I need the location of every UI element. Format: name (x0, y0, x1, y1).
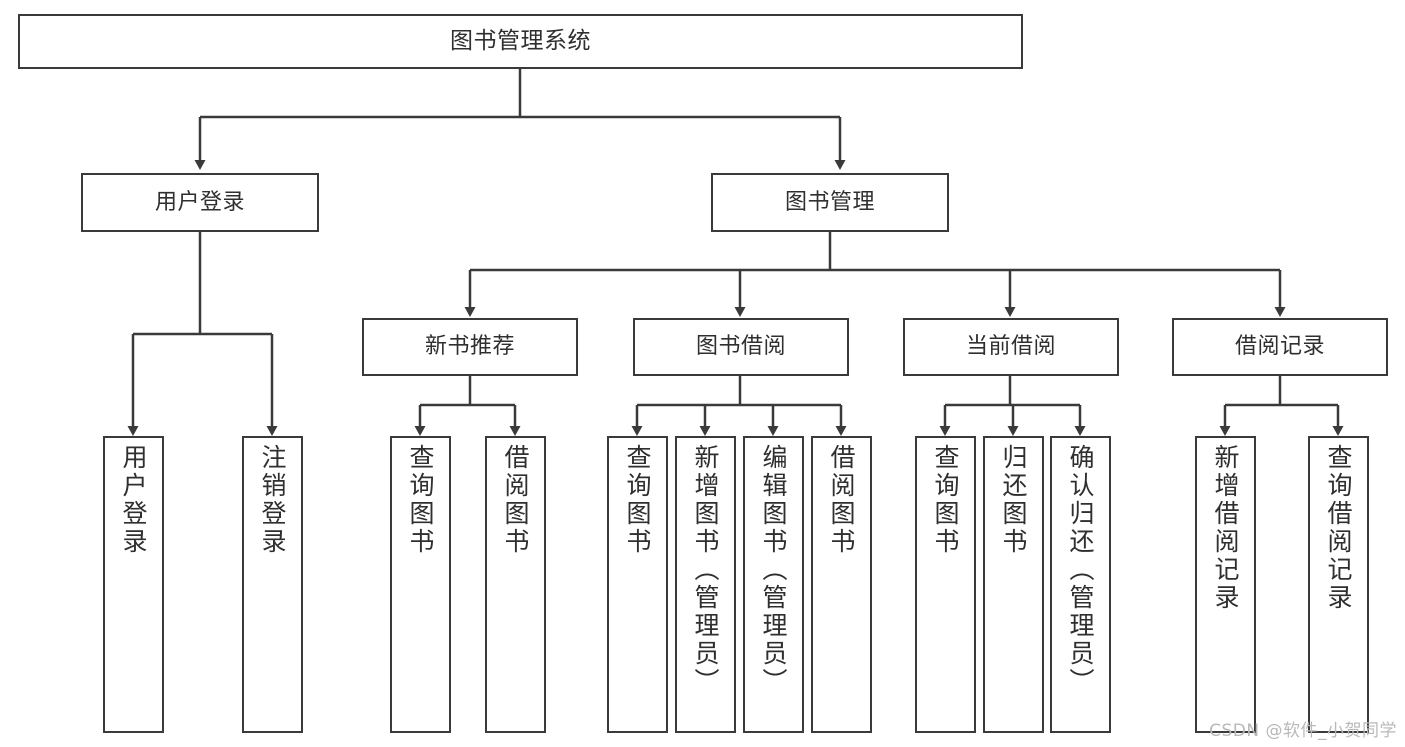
leaf-query-book-borrow[interactable]: 查询图书 (607, 436, 668, 733)
node-new-book-recommend[interactable]: 新书推荐 (362, 318, 578, 376)
leaf-logout[interactable]: 注销登录 (242, 436, 303, 733)
node-label: 确认归还（管理员） (1066, 444, 1095, 696)
node-label: 查询图书 (406, 444, 435, 556)
node-current-borrow[interactable]: 当前借阅 (903, 318, 1119, 376)
leaf-add-borrow-record[interactable]: 新增借阅记录 (1195, 436, 1256, 733)
node-book-management[interactable]: 图书管理 (711, 173, 949, 232)
leaf-query-borrow-record[interactable]: 查询借阅记录 (1308, 436, 1369, 733)
node-label: 编辑图书（管理员） (759, 444, 788, 696)
leaf-user-login[interactable]: 用户登录 (103, 436, 164, 733)
node-label: 图书管理 (784, 189, 875, 215)
watermark-text: CSDN @软件_小贺同学 (1209, 721, 1397, 741)
node-label: 新增借阅记录 (1211, 444, 1240, 612)
node-label: 查询图书 (931, 444, 960, 556)
leaf-add-book-admin[interactable]: 新增图书（管理员） (675, 436, 736, 733)
node-label: 新增图书（管理员） (691, 444, 720, 696)
node-label: 查询借阅记录 (1324, 444, 1353, 612)
node-label: 用户登录 (154, 189, 245, 215)
leaf-borrow-book[interactable]: 借阅图书 (811, 436, 872, 733)
leaf-query-book-current[interactable]: 查询图书 (915, 436, 976, 733)
node-book-borrow[interactable]: 图书借阅 (633, 318, 849, 376)
node-label: 借阅记录 (1234, 334, 1325, 360)
node-label: 图书借阅 (695, 334, 786, 360)
leaf-borrow-book-recommend[interactable]: 借阅图书 (485, 436, 546, 733)
node-label: 新书推荐 (424, 334, 515, 360)
node-label: 借阅图书 (827, 444, 856, 556)
node-label: 查询图书 (623, 444, 652, 556)
node-label: 用户登录 (119, 444, 148, 556)
node-label: 归还图书 (999, 444, 1028, 556)
node-label: 注销登录 (258, 444, 287, 556)
node-label: 借阅图书 (501, 444, 530, 556)
leaf-confirm-return-admin[interactable]: 确认归还（管理员） (1050, 436, 1111, 733)
node-user-login[interactable]: 用户登录 (81, 173, 319, 232)
leaf-query-book-recommend[interactable]: 查询图书 (390, 436, 451, 733)
node-borrow-record[interactable]: 借阅记录 (1172, 318, 1388, 376)
leaf-return-book[interactable]: 归还图书 (983, 436, 1044, 733)
leaf-edit-book-admin[interactable]: 编辑图书（管理员） (743, 436, 804, 733)
node-label: 图书管理系统 (450, 27, 591, 54)
node-label: 当前借阅 (965, 334, 1056, 360)
node-root-system[interactable]: 图书管理系统 (18, 14, 1023, 69)
